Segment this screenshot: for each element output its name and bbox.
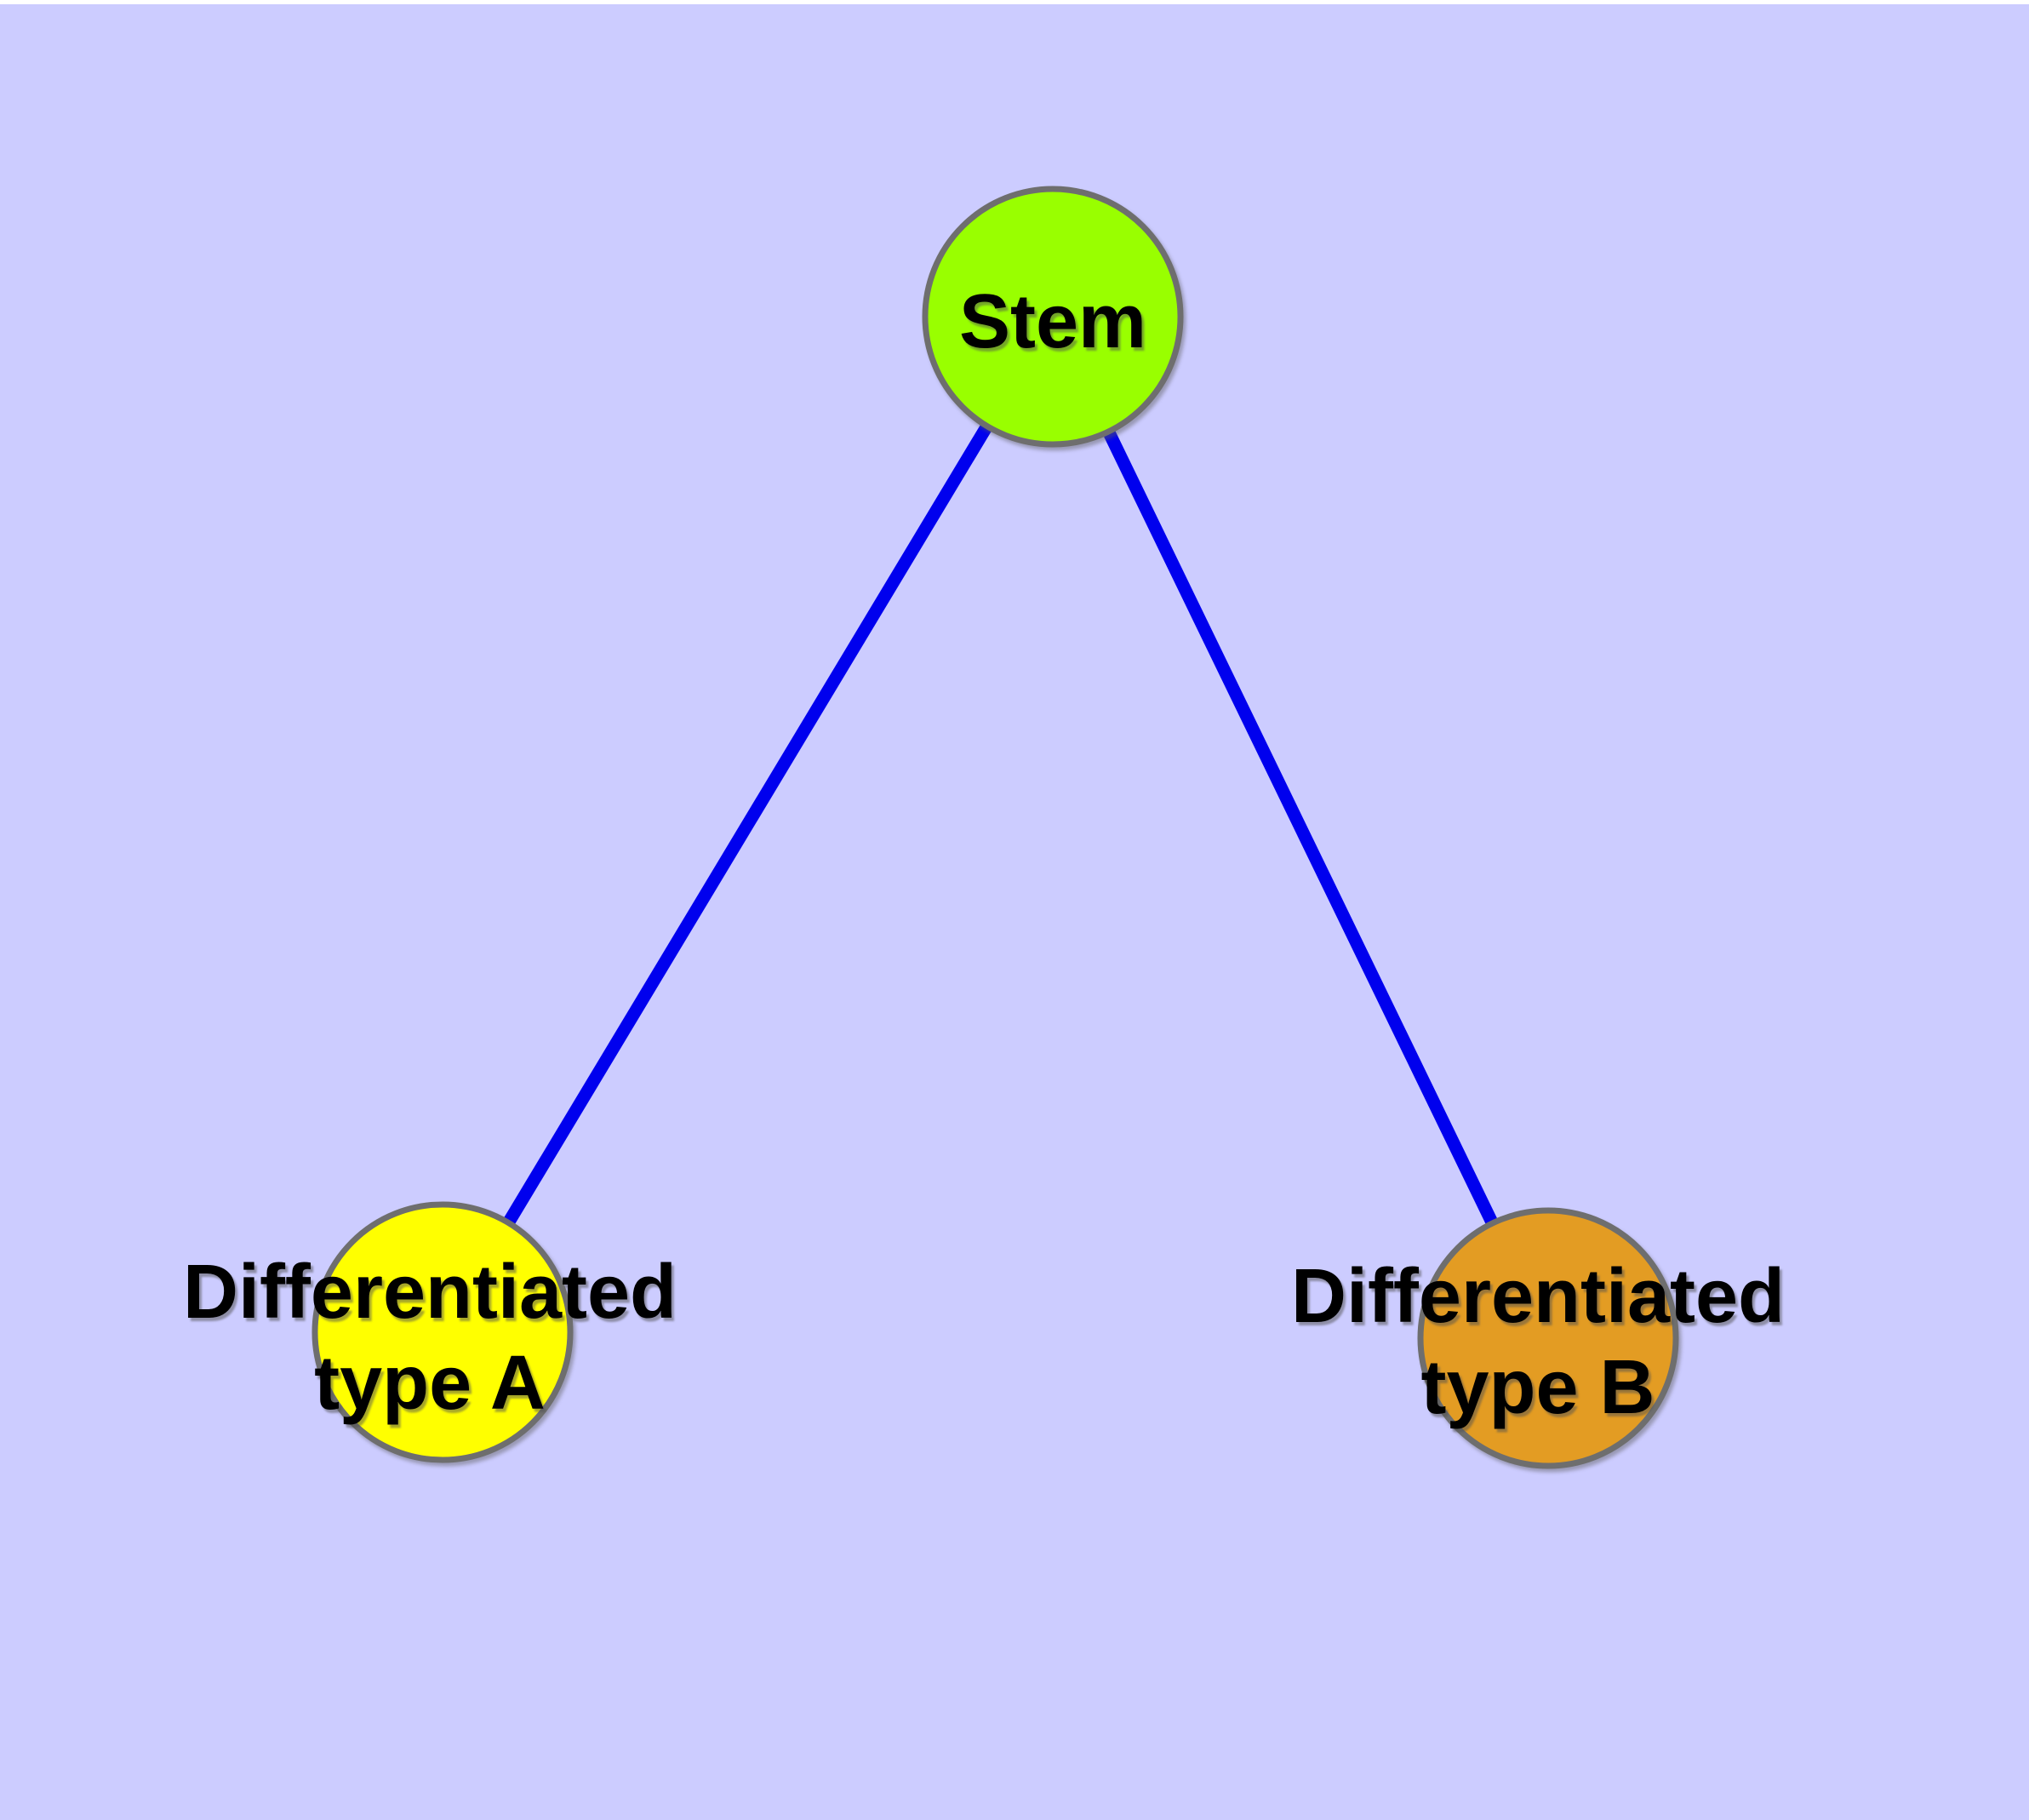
node-type-a-label-line-1: Differentiated bbox=[183, 1250, 677, 1335]
node-stem bbox=[922, 186, 1184, 448]
node-type-b-label-line-1: Differentiated bbox=[1291, 1254, 1785, 1339]
top-border-strip bbox=[0, 0, 2029, 4]
edge-stem-to-type-b bbox=[1047, 313, 1554, 1342]
node-differentiated-type-a bbox=[311, 1201, 574, 1463]
node-type-b-label-line-2: type B bbox=[1420, 1345, 1655, 1430]
node-stem-label: Stem bbox=[959, 279, 1146, 364]
edge-stem-to-type-a bbox=[437, 313, 1059, 1336]
node-differentiated-type-b bbox=[1417, 1207, 1679, 1469]
node-type-a-label-line-2: type A bbox=[314, 1341, 546, 1426]
